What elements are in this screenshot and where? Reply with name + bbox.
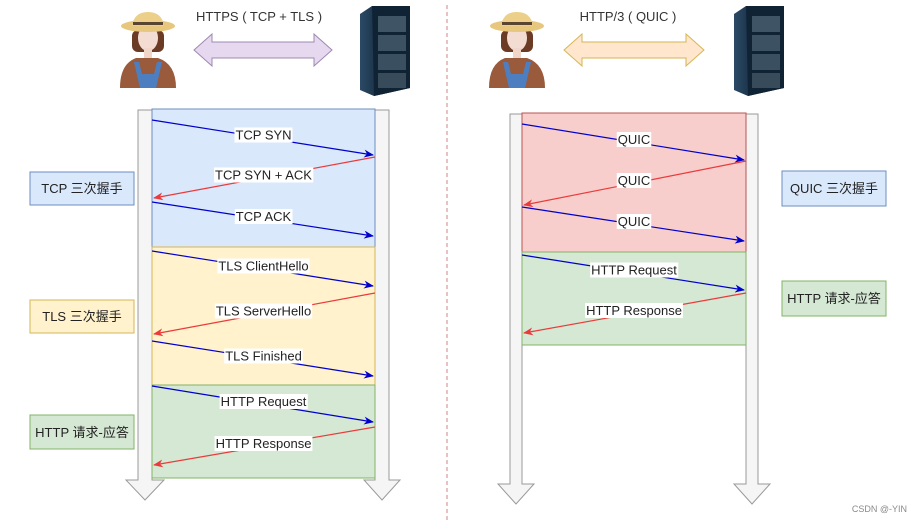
message-label: TCP SYN + ACK: [215, 168, 312, 183]
https-panel: HTTPS ( TCP + TLS ) TCP SYN TCP SYN + ACK…: [29, 6, 410, 501]
message-label: QUIC: [618, 214, 651, 229]
server-rack-icon: [734, 6, 784, 96]
message-label-background: [234, 127, 293, 143]
http3-title: HTTP/3 ( QUIC ): [580, 9, 677, 24]
svg-text:HTTP 请求-应答: HTTP 请求-应答: [787, 291, 881, 306]
watermark: CSDN @-YIN: [852, 504, 907, 514]
message-label-background: [219, 394, 308, 409]
message-label: HTTP Request: [591, 263, 677, 278]
farmer-user-icon: [120, 12, 176, 88]
message-label-background: [585, 303, 683, 318]
message-label: TCP SYN: [235, 128, 291, 143]
svg-text:TLS 三次握手: TLS 三次握手: [42, 309, 121, 324]
message-label: TLS ServerHello: [216, 304, 311, 319]
message-label-background: [214, 436, 313, 451]
message-label: HTTP Response: [586, 303, 682, 318]
message-label-background: [616, 132, 652, 147]
message-label: QUIC: [618, 173, 651, 188]
message-label: QUIC: [618, 132, 651, 147]
bidirectional-connector-icon: [563, 32, 705, 68]
svg-text:HTTP 请求-应答: HTTP 请求-应答: [35, 425, 129, 440]
server-lifeline: [362, 109, 402, 501]
message-label-background: [214, 303, 313, 319]
message-label-background: [214, 167, 314, 183]
message-label: HTTP Request: [221, 394, 307, 409]
message-label-background: [224, 348, 303, 364]
svg-text:TCP 三次握手: TCP 三次握手: [41, 181, 122, 196]
server-lifeline: [732, 113, 772, 505]
bidirectional-connector-icon: [193, 32, 333, 68]
message-label: HTTP Response: [216, 436, 312, 451]
https-title: HTTPS ( TCP + TLS ): [196, 9, 322, 24]
tls-handshake-label: TLS 三次握手: [29, 299, 135, 334]
http3-panel: HTTP/3 ( QUIC ) QUIC QUIC QUIC HTTP Request…: [489, 6, 887, 505]
quic-handshake-label: QUIC 三次握手: [781, 170, 887, 207]
message-label-background: [590, 262, 679, 278]
message-label-background: [616, 214, 652, 229]
svg-text:QUIC 三次握手: QUIC 三次握手: [790, 181, 878, 196]
message-label-background: [234, 209, 293, 224]
http-exchange-label: HTTP 请求-应答: [29, 414, 135, 450]
farmer-user-icon: [489, 12, 545, 88]
message-label: TLS ClientHello: [218, 259, 308, 274]
message-label: TCP ACK: [236, 209, 292, 224]
message-label: TLS Finished: [225, 349, 302, 364]
tcp-handshake-label: TCP 三次握手: [29, 171, 135, 206]
message-label-background: [217, 258, 310, 274]
server-rack-icon: [360, 6, 410, 96]
message-label-background: [616, 173, 652, 188]
http-exchange-label: HTTP 请求-应答: [781, 280, 887, 317]
